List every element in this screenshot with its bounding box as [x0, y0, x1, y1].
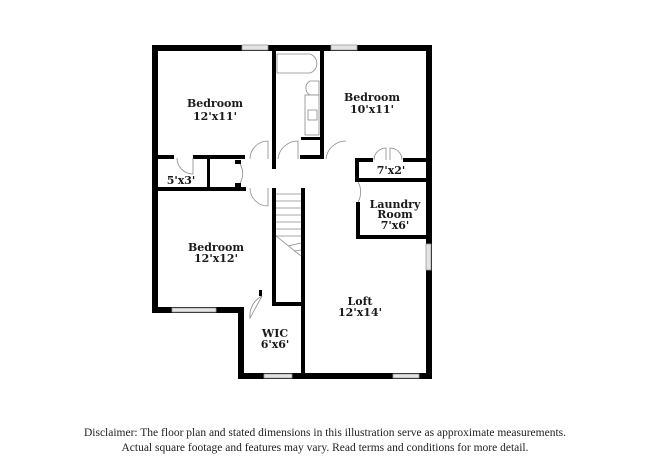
- doors: [176, 140, 403, 320]
- room-name: Bedroom: [188, 241, 244, 254]
- window-right: [425, 243, 432, 271]
- bathtub: [276, 53, 318, 74]
- disclaimer: Disclaimer: The floor plan and stated di…: [0, 426, 650, 456]
- toilet: [305, 80, 320, 96]
- svg-text:Bedroom: Bedroom: [344, 91, 400, 104]
- room-name: Bedroom: [187, 97, 243, 110]
- stairs: [275, 193, 302, 257]
- svg-text:6'x6': 6'x6': [261, 338, 290, 351]
- room-dims: 10'x11': [350, 103, 394, 116]
- window-bottom-bedroom: [171, 307, 217, 313]
- window-bottom-loft: [392, 373, 420, 379]
- svg-text:7'x6': 7'x6': [381, 219, 410, 232]
- svg-text:Loft: Loft: [348, 295, 374, 308]
- windows: [171, 44, 432, 379]
- svg-text:12'x14': 12'x14': [338, 306, 382, 319]
- svg-text:Bedroom: Bedroom: [187, 97, 243, 110]
- svg-text:12'x11': 12'x11': [193, 110, 237, 123]
- room-dims: 12'x14': [338, 306, 382, 319]
- window-top-right: [330, 44, 358, 51]
- room-dims: 6'x6': [261, 338, 290, 351]
- disclaimer-line-2: Actual square footage and features may v…: [121, 442, 529, 454]
- interior-walls: [152, 45, 431, 379]
- room-dims: 5'x3': [167, 174, 196, 187]
- svg-text:7'x2': 7'x2': [377, 164, 406, 177]
- room-name: Bedroom: [344, 91, 400, 104]
- room-name: Loft: [348, 295, 374, 308]
- room-dims: 12'x12': [194, 252, 238, 265]
- room-name: Laundry: [370, 198, 421, 211]
- svg-text:Room: Room: [377, 208, 413, 221]
- svg-text:WIC: WIC: [261, 327, 288, 340]
- disclaimer-line-1: Disclaimer: The floor plan and stated di…: [83, 427, 567, 439]
- window-bottom-wic: [263, 373, 293, 379]
- room-labels: Bedroom 12'x11' Bedroom 10'x11' 5'x3' 7'…: [167, 91, 421, 351]
- room-dims: 7'x6': [381, 219, 410, 232]
- svg-text:5'x3': 5'x3': [167, 174, 196, 187]
- room-dims: 7'x2': [377, 164, 406, 177]
- svg-text:10'x11': 10'x11': [350, 103, 394, 116]
- svg-text:Bedroom: Bedroom: [188, 241, 244, 254]
- room-dims: 12'x11': [193, 110, 237, 123]
- svg-text:Laundry: Laundry: [370, 198, 421, 211]
- window-top-left: [241, 44, 269, 51]
- room-name: WIC: [261, 327, 288, 340]
- room-name: Room: [377, 208, 413, 221]
- sink: [307, 109, 318, 121]
- svg-text:12'x12': 12'x12': [194, 252, 238, 265]
- bath-fixtures: [276, 53, 320, 136]
